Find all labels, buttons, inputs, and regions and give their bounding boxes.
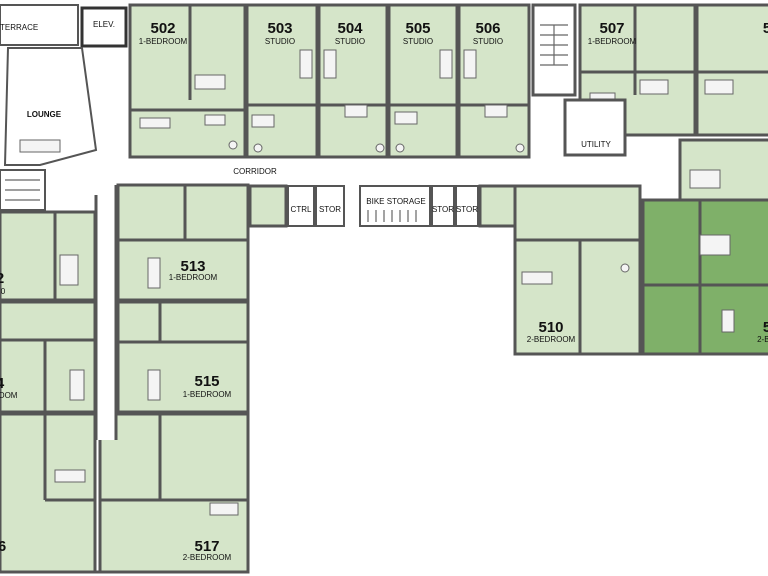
service-block (248, 184, 518, 228)
bike-storage-label: BIKE STORAGE (366, 197, 425, 206)
unit-515-number: 515 (194, 373, 219, 390)
unit-506-number: 506 (475, 20, 500, 37)
unit-505-number: 505 (405, 20, 430, 37)
utility-room (563, 98, 627, 157)
unit-502-type: 1-BEDROOM (139, 37, 188, 46)
unit-513[interactable] (116, 183, 250, 302)
elevator (80, 6, 128, 48)
unit-505[interactable] (387, 3, 459, 159)
unit-503[interactable] (245, 3, 319, 159)
utility-label: UTILITY (581, 140, 611, 149)
unit-507[interactable] (578, 3, 697, 137)
edge-fragment-right-3: 2-BE (757, 335, 768, 344)
unit-503-type: STUDIO (265, 37, 295, 46)
edge-fragment-left-1: 2 (0, 270, 4, 287)
unit-512-partial[interactable] (0, 210, 97, 302)
unit-507-number: 507 (599, 20, 624, 37)
edge-fragment-left-3: 4 (0, 375, 5, 392)
stairwell (531, 3, 577, 97)
unit-515[interactable] (116, 300, 250, 414)
stor-room-3 (455, 185, 479, 227)
ctrl-room (287, 185, 315, 227)
corridor-vertical (94, 185, 118, 440)
unit-505-type: STUDIO (403, 37, 433, 46)
unit-502[interactable] (128, 3, 247, 159)
corridor-label: CORRIDOR (233, 167, 277, 176)
unit-513-type: 1-BEDROOM (169, 273, 218, 282)
edge-fragment-left-2: 0 (1, 287, 6, 296)
stair-left (0, 169, 46, 211)
unit-515-type: 1-BEDROOM (183, 390, 232, 399)
unit-510-type: 2-BEDROOM (527, 335, 576, 344)
unit-506[interactable] (457, 3, 531, 159)
unit-504-type: STUDIO (335, 37, 365, 46)
stor-room-2 (431, 185, 455, 227)
unit-509-partial-highlighted[interactable] (641, 198, 768, 356)
unit-502-number: 502 (150, 20, 175, 37)
edge-fragment-left-4: ROOM (0, 391, 18, 400)
unit-517[interactable] (98, 412, 250, 574)
edge-fragment-left-5: 6 (0, 538, 6, 555)
elevator-label: ELEV. (93, 20, 115, 29)
unit-508-partial[interactable] (695, 3, 768, 137)
unit-503-number: 503 (267, 20, 292, 37)
unit-510[interactable] (513, 184, 642, 356)
stor-label-2: STOR (432, 205, 454, 214)
stor-room-1 (315, 185, 345, 227)
stor-label-3: STOR (456, 205, 478, 214)
ctrl-label: CTRL (291, 205, 312, 214)
unit-504[interactable] (317, 3, 389, 159)
unit-516-partial[interactable] (0, 412, 97, 574)
unit-506-type: STUDIO (473, 37, 503, 46)
unit-517-type: 2-BEDROOM (183, 553, 232, 562)
terrace-label: TERRACE (0, 23, 38, 32)
terrace (0, 4, 79, 46)
unit-504-number: 504 (337, 20, 363, 37)
lounge (3, 47, 98, 166)
unit-507-type: 1-BEDROOM (588, 37, 637, 46)
edge-fragment-right-1: 5 (763, 20, 768, 37)
unit-517-number: 517 (194, 538, 219, 555)
unit-511-partial[interactable] (678, 138, 768, 202)
unit-510-number: 510 (538, 319, 563, 336)
edge-fragment-right-2: 5 (763, 319, 768, 336)
lounge-label: LOUNGE (27, 110, 62, 119)
unit-513-number: 513 (180, 258, 205, 275)
bike-storage (359, 185, 431, 227)
stor-label-1: STOR (319, 205, 341, 214)
